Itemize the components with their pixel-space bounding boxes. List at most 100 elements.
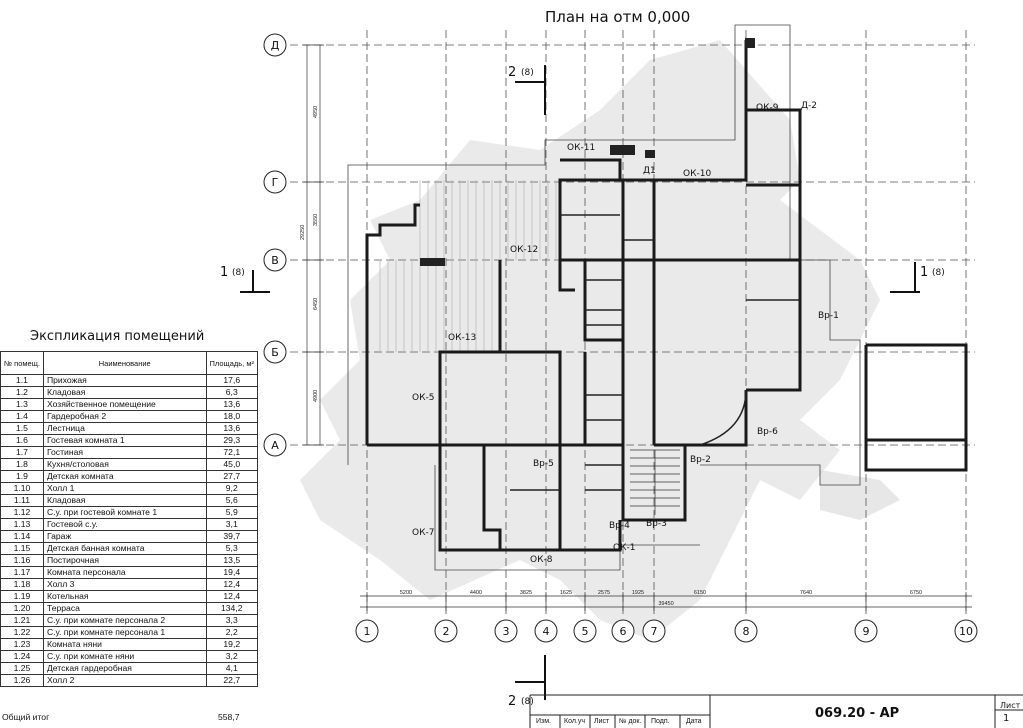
- cell-area: 5,9: [205, 506, 259, 519]
- cell-area: 3,3: [205, 614, 259, 627]
- cell-num: 1.18: [0, 578, 44, 591]
- cell-name: Кладовая: [42, 386, 207, 399]
- cell-name: С.у. при комнате няни: [42, 650, 207, 663]
- cell-area: 5,6: [205, 494, 259, 507]
- dim-bottom-4: 1625: [560, 590, 572, 596]
- cell-num: 1.13: [0, 518, 44, 531]
- section-1-left-ref: (8): [232, 268, 245, 278]
- opening-ok9: ОК-9: [756, 103, 779, 113]
- opening-ok10: ОК-10: [683, 169, 711, 179]
- cell-name: Гардеробная 2: [42, 410, 207, 423]
- cell-name: Гостиная: [42, 446, 207, 459]
- cell-name: Холл 3: [42, 578, 207, 591]
- axis-label-a: А: [271, 439, 279, 452]
- cell-area: 13,6: [205, 422, 259, 435]
- section-2-bottom-ref: (8): [521, 697, 534, 707]
- opening-ok11: ОК-11: [567, 143, 595, 153]
- cell-name: Гостевая комната 1: [42, 434, 207, 447]
- axis-letter-bubbles: [263, 33, 287, 457]
- opening-vr5: Вр-5: [533, 459, 554, 469]
- cell-name: Детская комната: [42, 470, 207, 483]
- cell-name: Лестница: [42, 422, 207, 435]
- cell-area: 72,1: [205, 446, 259, 459]
- left-dimension: [303, 44, 324, 446]
- cell-num: 1.24: [0, 650, 44, 663]
- cell-area: 3,1: [205, 518, 259, 531]
- cell-name: Детская гардеробная: [42, 662, 207, 675]
- axis-label-7: 7: [651, 625, 658, 638]
- cell-name: Гараж: [42, 530, 207, 543]
- cell-area: 2,2: [205, 626, 259, 639]
- dim-bottom-3: 3825: [520, 590, 532, 596]
- inner-walls: [510, 214, 800, 491]
- section-1-right-ref: (8): [932, 268, 945, 278]
- stamp-header: Лист: [594, 718, 610, 725]
- cell-area: 12,4: [205, 578, 259, 591]
- cell-num: 1.16: [0, 554, 44, 567]
- cell-num: 1.20: [0, 602, 44, 615]
- axis-label-v: В: [271, 254, 279, 267]
- cell-name: С.у. при комнате персонала 1: [42, 626, 207, 639]
- dim-left-3: 6450: [313, 298, 319, 310]
- cell-area: 5,3: [205, 542, 259, 555]
- dim-left-1: 4950: [313, 106, 319, 118]
- cell-num: 1.17: [0, 566, 44, 579]
- cell-name: Комната няни: [42, 638, 207, 651]
- cell-num: 1.1: [0, 374, 44, 387]
- cell-area: 39,7: [205, 530, 259, 543]
- title-block: [529, 694, 1023, 728]
- cell-num: 1.4: [0, 410, 44, 423]
- axis-label-8: 8: [743, 625, 750, 638]
- cell-area: 17,6: [205, 374, 259, 387]
- stamp-header: № док.: [619, 718, 642, 725]
- dim-bottom-8: 7640: [800, 590, 812, 596]
- total-label: Общий итог: [2, 712, 50, 722]
- cell-num: 1.12: [0, 506, 44, 519]
- cell-name: Холл 1: [42, 482, 207, 495]
- cell-area: 13,5: [205, 554, 259, 567]
- cell-name: Детская банная комната: [42, 542, 207, 555]
- cell-area: 27,7: [205, 470, 259, 483]
- cell-num: 1.5: [0, 422, 44, 435]
- dim-bottom-2: 4400: [470, 590, 482, 596]
- section-markers: [240, 65, 920, 700]
- cell-num: 1.11: [0, 494, 44, 507]
- walls: [365, 40, 968, 552]
- cell-area: 29,3: [205, 434, 259, 447]
- cell-num: 1.19: [0, 590, 44, 603]
- sheet-code: 069.20 - АР: [815, 706, 900, 721]
- dim-bottom-total: 39450: [658, 601, 673, 607]
- axis-label-6: 6: [620, 625, 627, 638]
- section-2-top: 2: [508, 65, 516, 80]
- cell-num: 1.10: [0, 482, 44, 495]
- section-2-top-ref: (8): [521, 68, 534, 78]
- chimney: [420, 38, 755, 266]
- cell-num: 1.7: [0, 446, 44, 459]
- axis-label-5: 5: [582, 625, 589, 638]
- axis-number-bubbles: [355, 619, 978, 643]
- cell-area: 4,1: [205, 662, 259, 675]
- col-header-name: Наименование: [42, 351, 207, 375]
- cell-name: С.у. при комнате персонала 2: [42, 614, 207, 627]
- axis-label-g: Г: [272, 176, 279, 189]
- cell-area: 22,7: [205, 674, 259, 687]
- cell-num: 1.9: [0, 470, 44, 483]
